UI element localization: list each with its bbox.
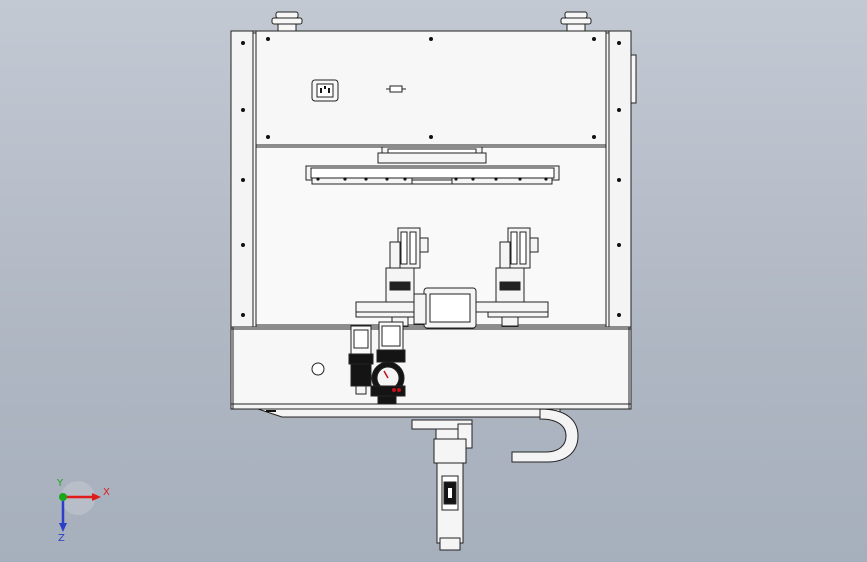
leveling-foot-left (271, 11, 303, 32)
coordinate-triad[interactable] (59, 481, 101, 532)
motor-box (413, 287, 477, 329)
leveling-foot-right (560, 11, 592, 32)
frame-screws (241, 37, 621, 317)
z-axis-arrowhead (59, 523, 67, 532)
power-inlet (311, 79, 339, 102)
air-filter-left (348, 325, 374, 395)
x-axis-arrowhead (92, 493, 101, 501)
x-axis-label: X (103, 487, 110, 498)
fuse-holder (386, 85, 406, 93)
hook (511, 408, 579, 463)
upper-gripper-rail (305, 146, 560, 185)
z-axis-label: Z (58, 533, 65, 544)
y-axis-origin-dot (59, 493, 67, 501)
side-connector (630, 54, 637, 104)
air-filter-right (370, 321, 406, 411)
top-panel (255, 30, 607, 148)
front-indicator (311, 362, 325, 376)
rail-bolts (316, 177, 548, 181)
y-axis-label: Y (57, 478, 64, 489)
base-plate (232, 403, 630, 418)
lower-actuator (411, 419, 473, 551)
